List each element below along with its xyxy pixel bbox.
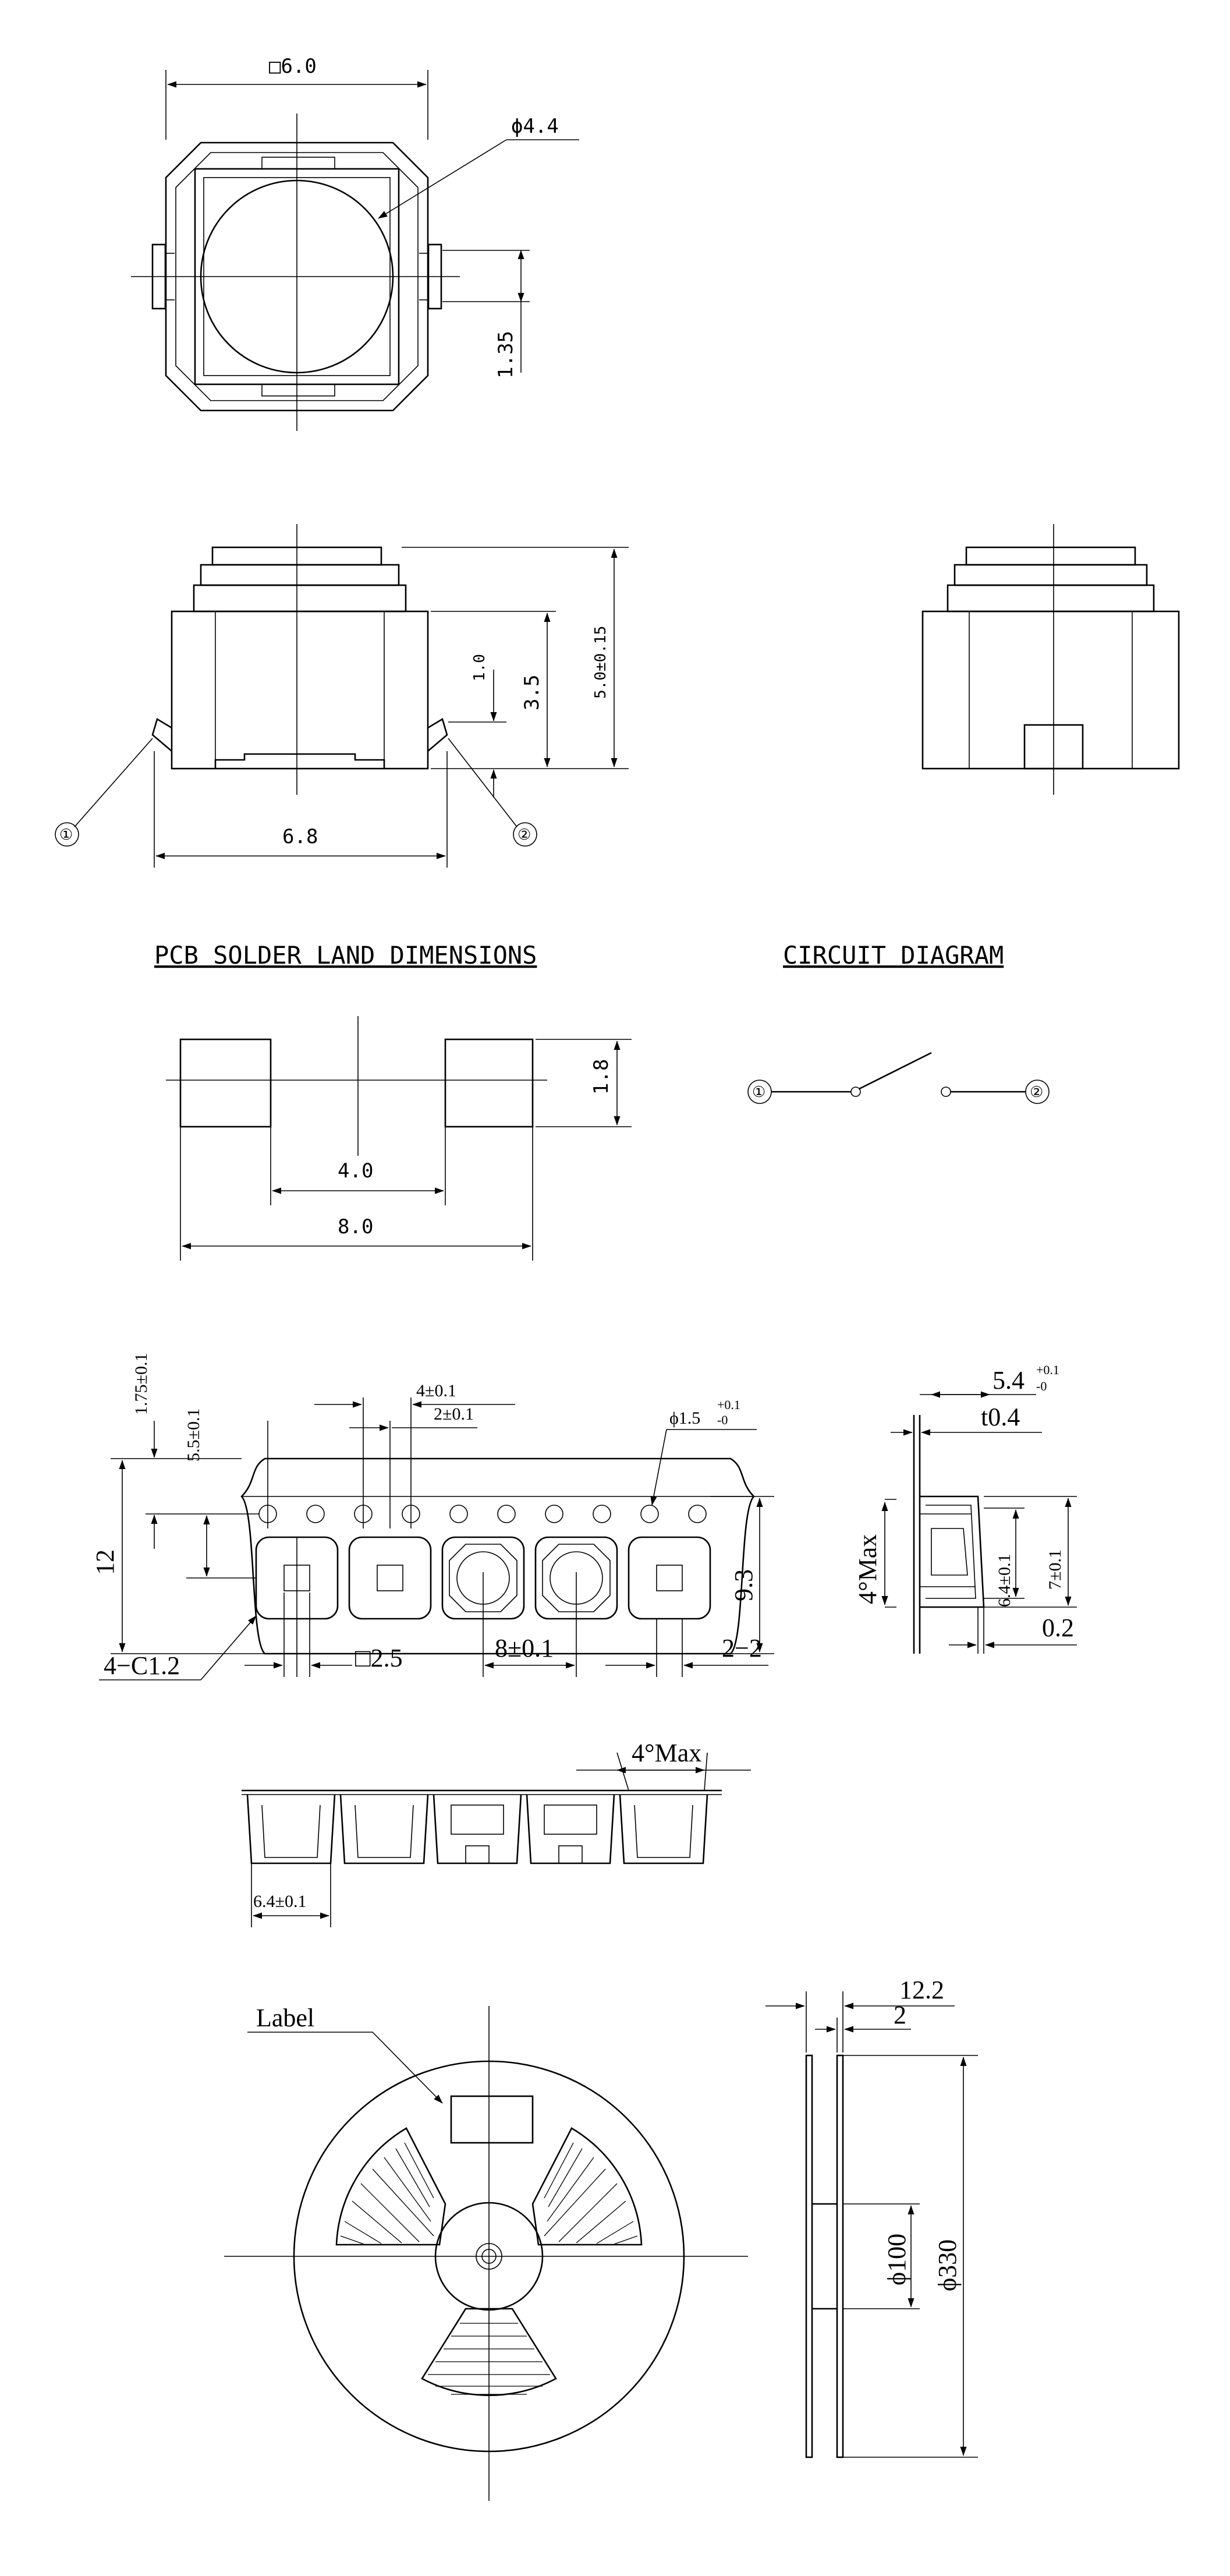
terminal-2-callout: ② — [517, 826, 531, 844]
dim-profile-4max: 4°Max — [632, 1739, 701, 1767]
dim-offset-1-35: 1.35 — [494, 331, 517, 378]
carrier-tape-profile: 4°Max 6.4±0.1 — [242, 1739, 751, 1927]
dim-width-6-0: □6.0 — [269, 55, 317, 78]
circuit-diagram: CIRCUIT DIAGRAM ① ② — [747, 941, 1050, 1104]
dim-reel-2: 2 — [894, 2001, 906, 2029]
pcb-solder-land: PCB SOLDER LAND DIMENSIONS 1.8 4.0 8.0 — [154, 941, 632, 1261]
carrier-tape-top: 1.75±0.1 5.5±0.1 12 4±0.1 2±0.1 ϕ1.5 +0.… — [91, 1353, 774, 1680]
dim-reel-330: ϕ330 — [933, 2239, 962, 2291]
circuit-terminal-1: ① — [752, 1084, 765, 1101]
dim-side-0-2: 0.2 — [1042, 1613, 1074, 1642]
dim-t0-4: t0.4 — [981, 1403, 1020, 1431]
dim-1-0: 1.0 — [471, 654, 488, 681]
pcb-title: PCB SOLDER LAND DIMENSIONS — [154, 941, 537, 969]
dim-reel-12-2: 12.2 — [899, 1976, 944, 2004]
reel-label: Label — [256, 2004, 314, 2032]
dim-cavity-2-5: □2.5 — [355, 1644, 403, 1672]
reel-window-bottom — [421, 2308, 557, 2396]
dim-profile-6-4: 6.4±0.1 — [253, 1892, 306, 1911]
sprocket-holes — [258, 1505, 707, 1523]
dim-1-75: 1.75±0.1 — [132, 1353, 151, 1415]
circuit-terminal-2: ② — [1030, 1084, 1043, 1101]
dim-2-2: 2−2 — [722, 1634, 762, 1662]
reel-front: Label — [224, 2004, 748, 2501]
front-view: 1.0 3.5 5.0±0.15 6.8 ① ② — [55, 524, 629, 868]
dim-5-4-tol-plus: +0.1 — [1036, 1363, 1059, 1377]
dim-5-0: 5.0±0.15 — [592, 626, 609, 699]
side-view — [921, 524, 1180, 795]
dim-pitch-8: 8±0.1 — [495, 1634, 554, 1662]
dim-8-0: 8.0 — [338, 1215, 373, 1239]
dim-hole-dia: ϕ1.5 — [669, 1409, 700, 1428]
dim-pitch-2: 2±0.1 — [434, 1404, 474, 1424]
profile-pockets — [246, 1794, 708, 1864]
reel-window-right — [531, 2127, 643, 2246]
dim-chamfer: 4−C1.2 — [104, 1651, 180, 1680]
dim-5-5: 5.5±0.1 — [184, 1409, 203, 1462]
dim-12: 12 — [91, 1549, 119, 1575]
dim-side-6-4: 6.4±0.1 — [995, 1554, 1014, 1607]
dim-diameter-4-4: ϕ4.4 — [511, 115, 559, 138]
dim-pitch-4: 4±0.1 — [416, 1381, 456, 1400]
dim-4-0: 4.0 — [338, 1159, 373, 1183]
reel-window-left — [335, 2127, 446, 2246]
dim-6-8: 6.8 — [282, 825, 318, 848]
dim-reel-100: ϕ100 — [882, 2234, 911, 2285]
dim-side-4max: 4°Max — [853, 1534, 882, 1604]
reel-side: 12.2 2 ϕ100 ϕ330 — [765, 1976, 978, 2458]
dim-hole-tol-plus: +0.1 — [717, 1397, 740, 1412]
dim-hole-tol-minus: -0 — [717, 1413, 728, 1427]
dim-5-4: 5.4 — [992, 1366, 1025, 1395]
carrier-tape-side: 5.4 +0.1 -0 t0.4 4°Max 6.4±0.1 7±0.1 0.2 — [853, 1363, 1077, 1654]
dim-3-5: 3.5 — [520, 675, 544, 710]
dim-9-3: 9.3 — [729, 1569, 758, 1601]
top-view: □6.0 ϕ4.4 1.35 — [131, 55, 579, 431]
circuit-title: CIRCUIT DIAGRAM — [783, 941, 1004, 969]
dim-side-7: 7±0.1 — [1045, 1549, 1065, 1590]
dim-5-4-tol-minus: -0 — [1036, 1379, 1047, 1393]
dim-1-8: 1.8 — [590, 1059, 613, 1095]
terminal-1-callout: ① — [59, 826, 73, 844]
